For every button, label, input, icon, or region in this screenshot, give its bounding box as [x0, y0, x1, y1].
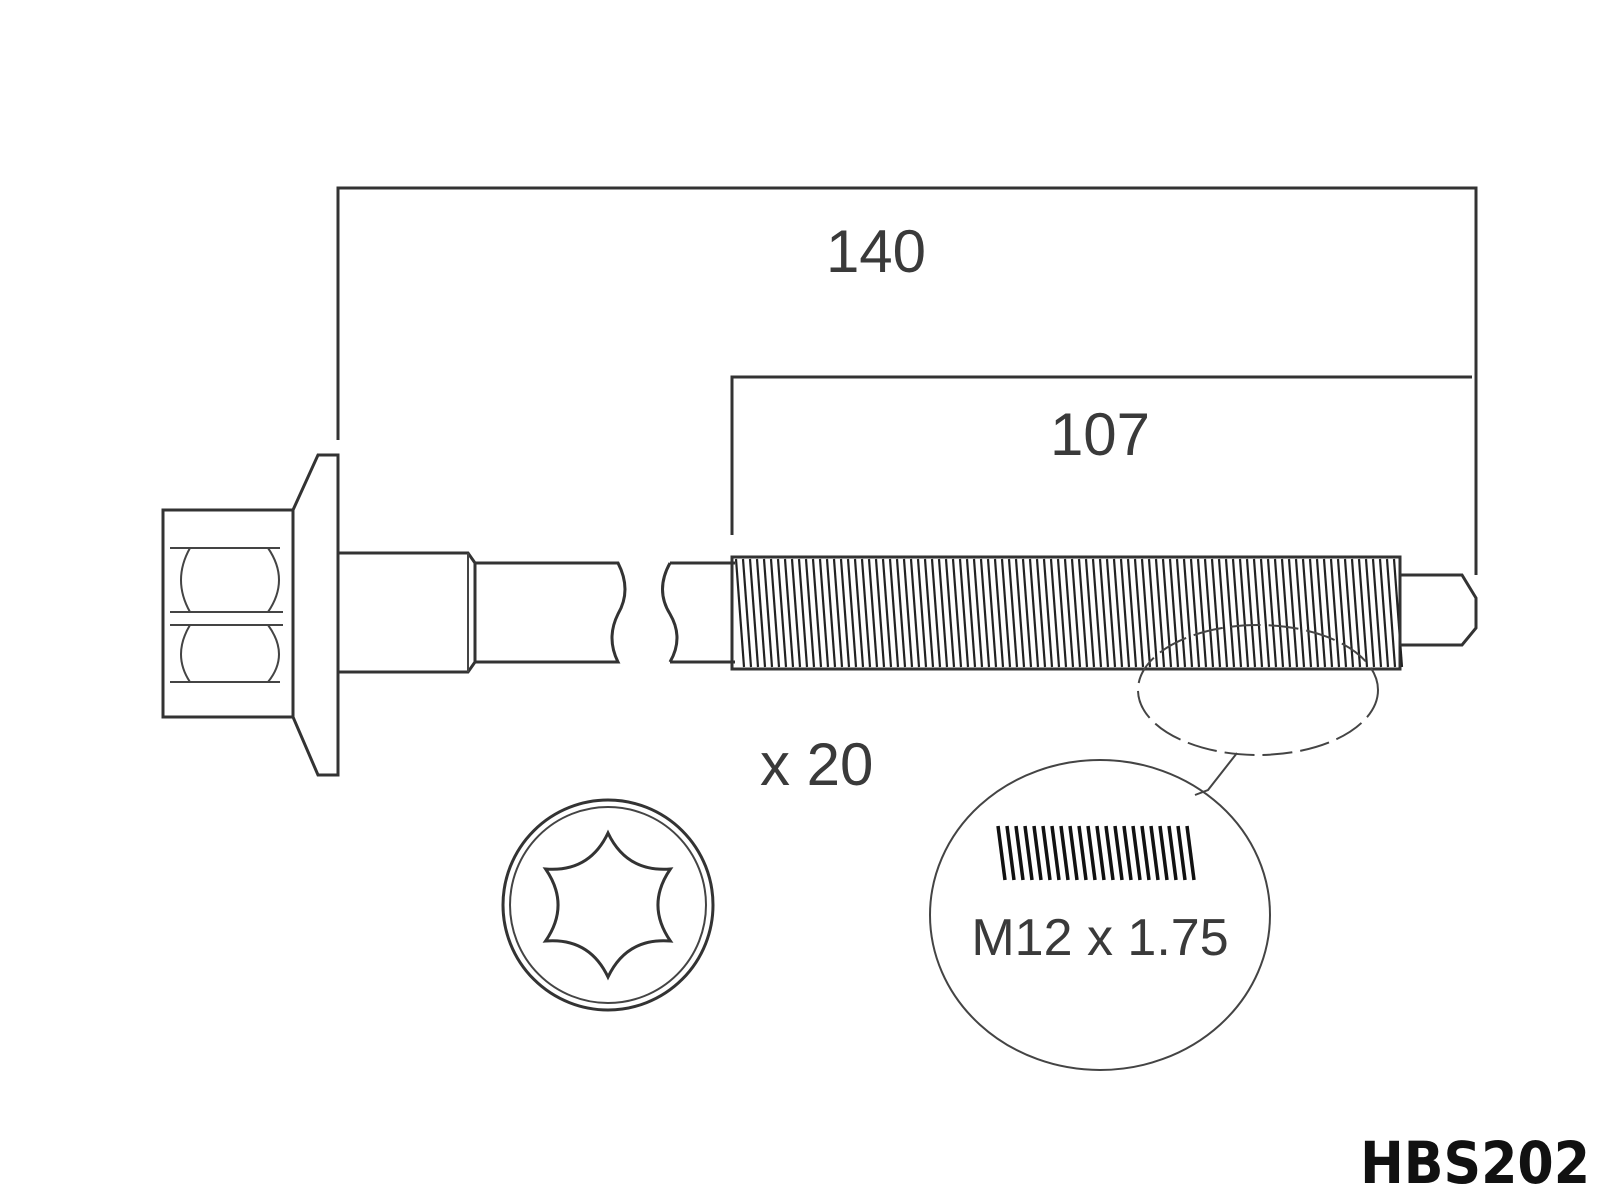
thread-spec-label: M12 x 1.75 — [971, 909, 1228, 967]
thread-hatch — [734, 558, 1404, 668]
dimension-overall-label: 140 — [826, 218, 926, 285]
thread-detail-circle: M12 x 1.75 — [929, 759, 1271, 1071]
dimension-thread-label: 107 — [1050, 401, 1150, 468]
thread-detail-magnifier-icon — [1137, 624, 1379, 796]
dimension-thread-length: 107 — [730, 375, 1472, 535]
dimension-overall-length: 140 — [336, 186, 1478, 575]
quantity-label: x 20 — [760, 731, 873, 798]
part-number-label: HBS202 — [1360, 1129, 1590, 1195]
torx-drive-icon — [501, 798, 715, 1012]
bolt-side-view-icon — [161, 453, 1478, 777]
